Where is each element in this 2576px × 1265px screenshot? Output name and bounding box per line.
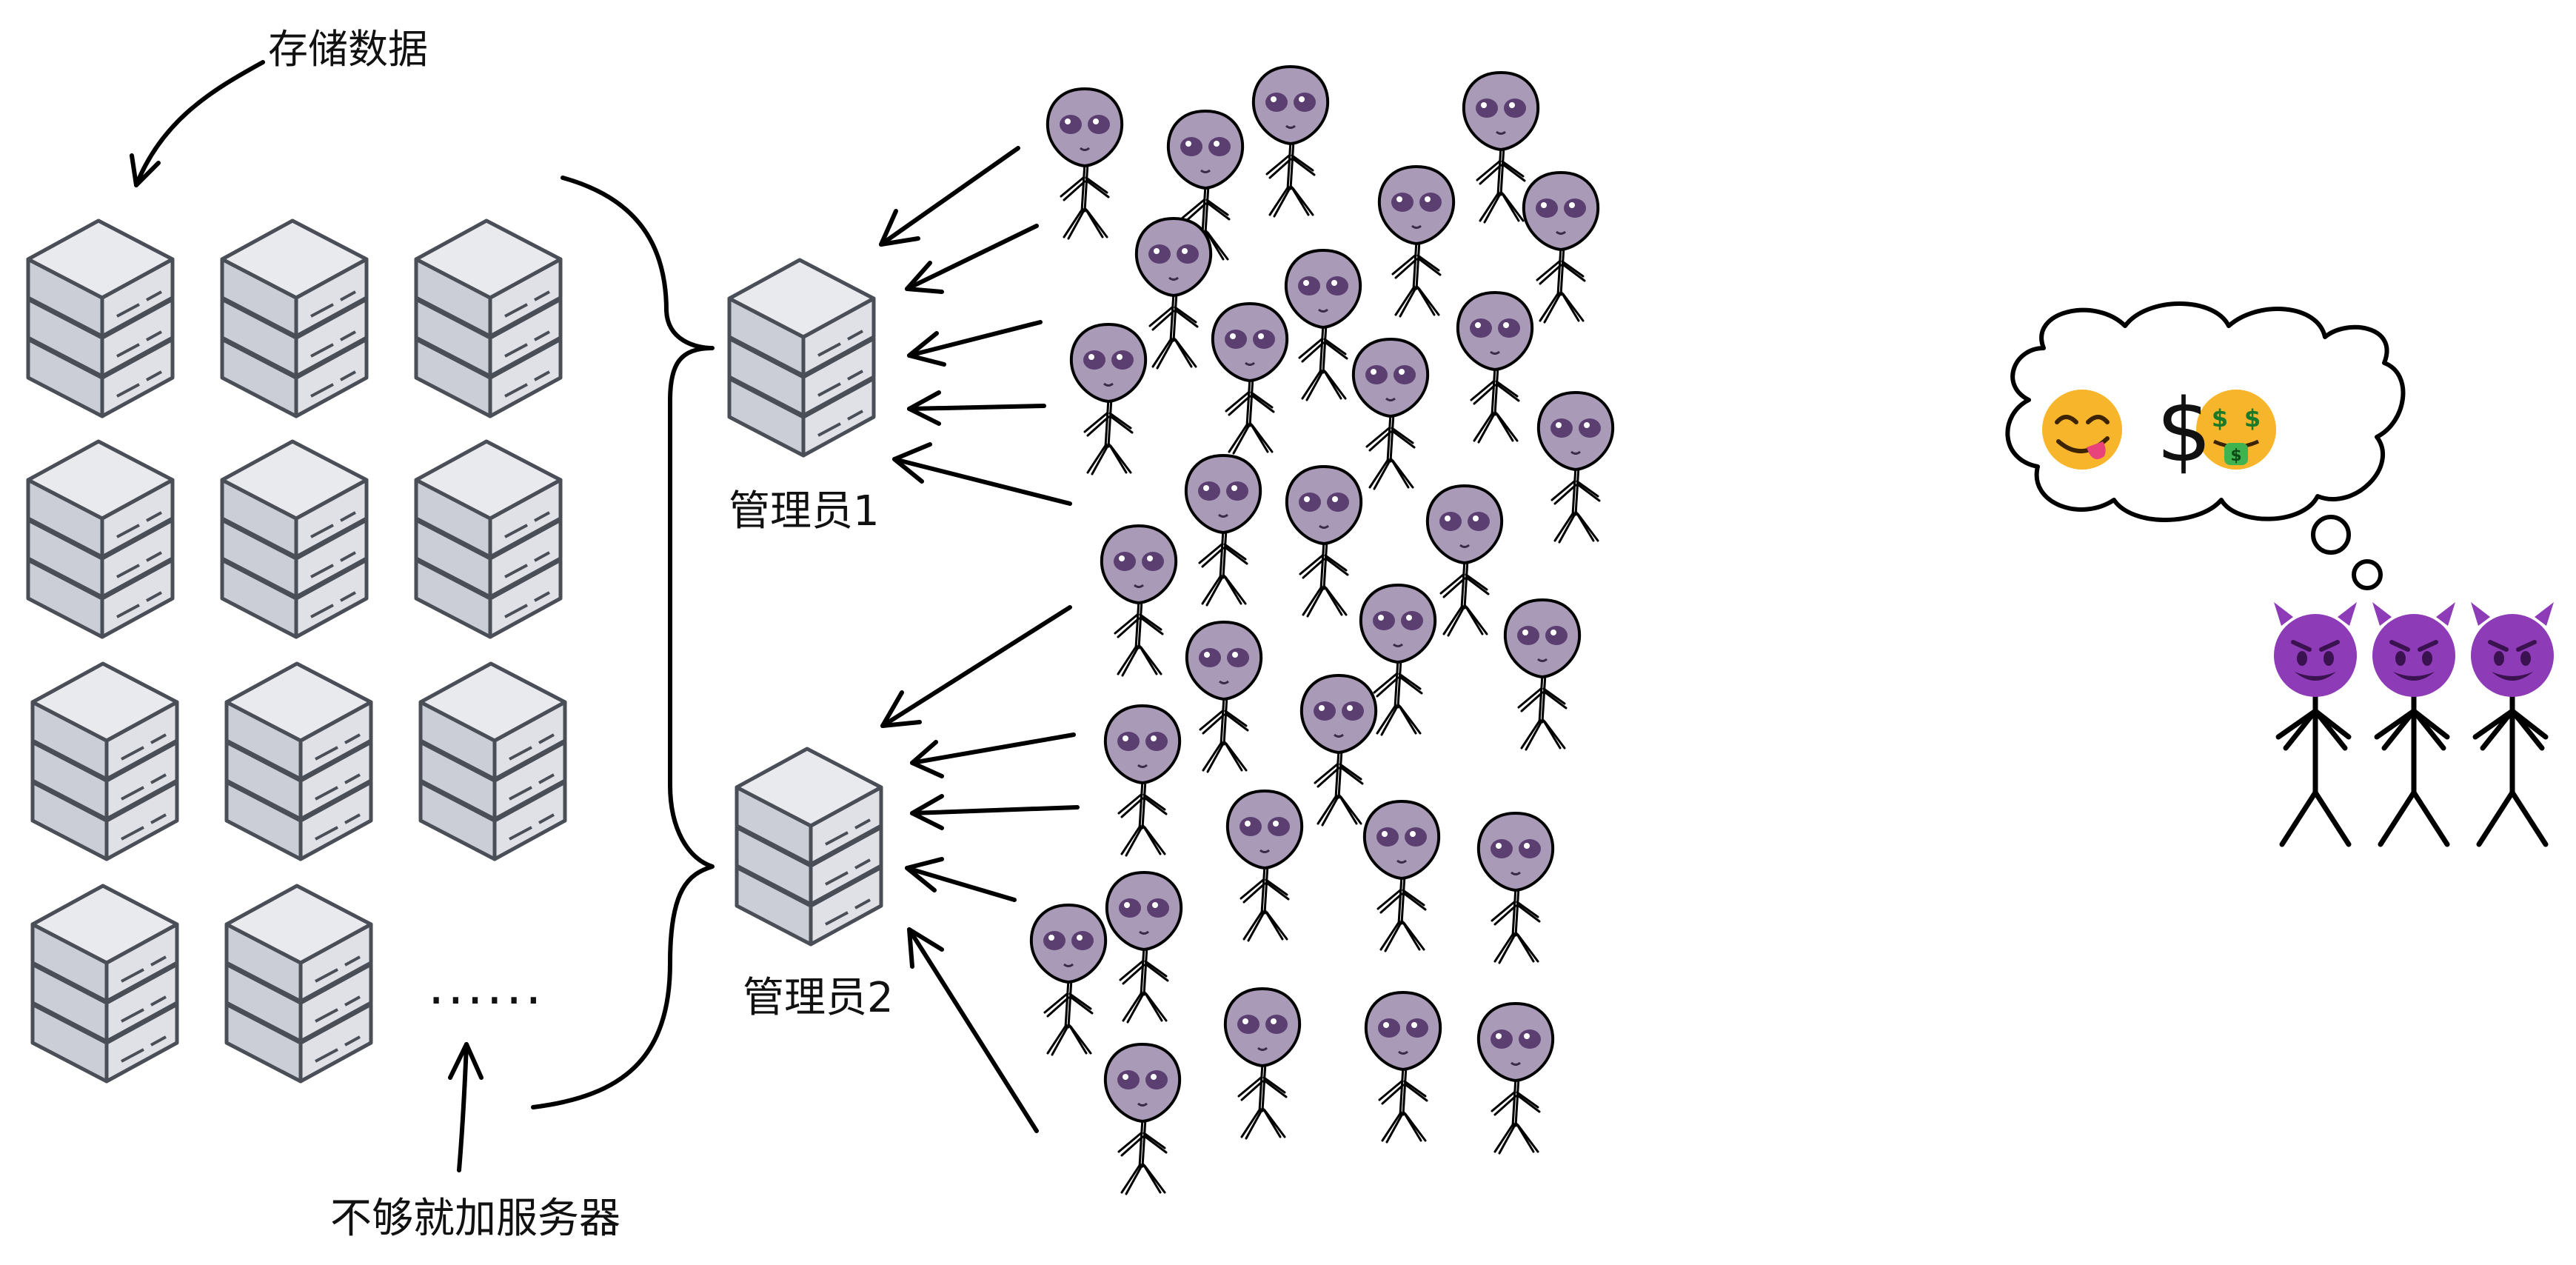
server-stack-icon (33, 886, 177, 1081)
thought-bubble-dot-large (2311, 515, 2351, 555)
server-stack-icon (222, 221, 367, 416)
manager-servers (729, 260, 881, 944)
manager1-label: 管理员1 (729, 487, 880, 535)
alien-icon (1184, 454, 1262, 607)
svg-text:$: $ (2244, 404, 2261, 433)
server-stack-icon (28, 221, 173, 416)
alien-icon (1225, 790, 1304, 942)
thought-bubble-dot-small (2352, 559, 2383, 590)
server-stack-icon (222, 441, 367, 637)
alien-icon (1251, 65, 1330, 218)
alien-icon (1223, 987, 1302, 1140)
server-stack-icon (416, 441, 561, 637)
server-stack-icon (421, 664, 565, 859)
svg-text:$: $ (2212, 404, 2228, 433)
curly-brace (531, 176, 715, 1109)
alien-icon (1069, 323, 1148, 475)
alien-icon (1103, 1043, 1182, 1195)
alien-icon (1103, 704, 1182, 857)
alien-icon (1476, 812, 1555, 964)
server-stack-icon (227, 664, 371, 859)
alien-icon (1522, 171, 1600, 324)
dollar-sign: $ (2156, 379, 2212, 481)
ellipsis-more-servers: ...... (428, 955, 545, 1016)
alien-icon (1211, 302, 1289, 455)
smiling-devil-icon (2274, 602, 2357, 844)
server-stack-icon (416, 221, 561, 416)
request-arrows (879, 146, 1080, 1133)
alien-icon (1351, 338, 1430, 490)
alien-icon (1046, 87, 1124, 240)
server-stack-icon (28, 441, 173, 637)
alien-crowd (1029, 65, 1615, 1195)
server-stack-icon (227, 886, 371, 1081)
alien-icon (1100, 524, 1178, 677)
add-servers-label: 不够就加服务器 (330, 1195, 620, 1243)
alien-icon (1105, 871, 1183, 1024)
alien-icon (1029, 904, 1108, 1056)
alien-icon (1364, 991, 1442, 1144)
alien-icon (1536, 391, 1615, 544)
manager2-server-icon (737, 749, 881, 944)
alien-icon (1134, 217, 1213, 370)
alien-icon (1476, 1002, 1555, 1155)
manager1-server-icon (729, 260, 874, 455)
face-savoring-food-icon (2042, 390, 2122, 470)
devil-group (2274, 602, 2554, 844)
alien-icon (1456, 291, 1534, 444)
svg-text:$: $ (2230, 447, 2241, 465)
money-mouth-face-icon: $ $ $ (2196, 390, 2276, 470)
alien-icon (1185, 621, 1263, 773)
storage-server-grid (28, 221, 565, 1081)
add-servers-arrow (457, 1042, 469, 1172)
alien-icon (1284, 249, 1362, 401)
alien-icon (1362, 800, 1441, 952)
storage-note-arrow (134, 60, 265, 187)
alien-icon (1285, 465, 1363, 618)
alien-icon (1377, 165, 1456, 318)
alien-icon (1503, 598, 1582, 751)
server-stack-icon (33, 664, 177, 859)
alien-icon (1425, 484, 1504, 637)
smiling-devil-icon (2372, 602, 2455, 844)
alien-icon (1299, 674, 1378, 827)
manager2-label: 管理员2 (743, 974, 894, 1022)
storage-data-label: 存储数据 (268, 26, 428, 73)
smiling-devil-icon (2471, 602, 2554, 844)
